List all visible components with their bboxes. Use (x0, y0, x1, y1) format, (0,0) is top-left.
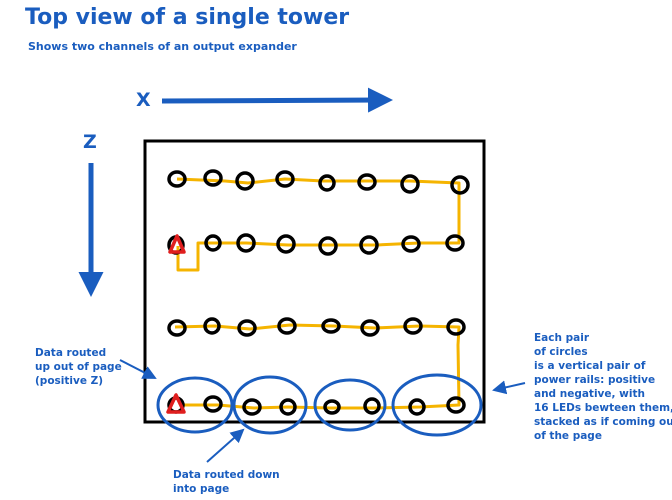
power-rail-pair (242, 398, 262, 416)
up-arrow-marker (166, 393, 186, 414)
power-rail-pair (277, 317, 297, 335)
power-rail-pair (450, 175, 470, 195)
tower-outline (143, 139, 486, 424)
power-rail-pair (446, 318, 466, 336)
z-axis-label: Z (83, 131, 97, 153)
power-rail-pair (363, 397, 381, 415)
power-rail-pair (275, 170, 295, 188)
data-wire-channel-2 (174, 323, 461, 410)
pair-note-line: of circles (534, 346, 588, 358)
pair-note-line: is a vertical pair of (534, 360, 646, 372)
up-note-line: Data routed (35, 347, 107, 359)
power-rail-pair (401, 235, 421, 253)
down-note-line: into page (173, 483, 230, 495)
power-rail-pair (237, 319, 257, 337)
power-rail-pair (403, 317, 423, 335)
pair-note-pointer (492, 380, 526, 395)
power-rail-pair (323, 399, 341, 415)
pair-note-line: Each pair (534, 332, 589, 344)
diagram-title: Top view of a single tower (25, 5, 350, 30)
power-rail-pair (408, 398, 426, 416)
pair-group-oval (391, 373, 483, 437)
up-note-pointer (119, 359, 157, 379)
power-rail-pair (318, 236, 338, 256)
down-note-pointer (206, 428, 245, 463)
diagram-subtitle: Shows two channels of an output expander (28, 40, 297, 53)
power-rail-pair (359, 235, 379, 255)
power-rail-pair (203, 169, 223, 187)
data-wire-channel-1 (176, 177, 461, 272)
power-rail-pair (400, 174, 420, 194)
up-note-line: up out of page (35, 361, 122, 373)
x-axis-arrow (161, 87, 393, 113)
power-rail-pair (167, 170, 187, 188)
power-rail-pair (276, 234, 296, 254)
power-rail-pair (236, 233, 256, 253)
pair-group-oval (156, 376, 234, 434)
up-note: Data routed up out of page (positive Z) (35, 346, 122, 388)
power-rail-pair (279, 398, 297, 416)
power-rail-pair (203, 395, 223, 413)
x-axis-label: X (136, 89, 151, 111)
power-rail-pair (360, 319, 380, 337)
power-rail-pair (446, 396, 466, 414)
power-rail-pair (167, 319, 187, 337)
pair-note-line: and negative, with (534, 388, 645, 400)
pair-note: Each pair of circles is a vertical pair … (534, 331, 672, 443)
pair-note-line: 16 LEDs bewteen them, (534, 402, 672, 414)
power-rail-pair (357, 173, 377, 191)
power-rail-pair (203, 317, 221, 335)
power-rail-pair (318, 174, 336, 192)
down-note: Data routed down into page (173, 468, 280, 496)
up-arrow-marker (168, 234, 186, 254)
pair-group-oval (313, 378, 387, 432)
down-note-line: Data routed down (173, 469, 280, 481)
pair-note-line: stacked as if coming out (534, 416, 672, 428)
pair-note-line: of the page (534, 430, 602, 442)
pair-note-line: power rails: positive (534, 374, 656, 386)
power-rail-pair (204, 234, 222, 252)
up-note-line: (positive Z) (35, 375, 104, 387)
pair-group-oval (232, 375, 308, 435)
power-rail-pair (321, 318, 341, 334)
power-rail-pair (445, 234, 465, 252)
power-rail-pair (235, 171, 255, 191)
